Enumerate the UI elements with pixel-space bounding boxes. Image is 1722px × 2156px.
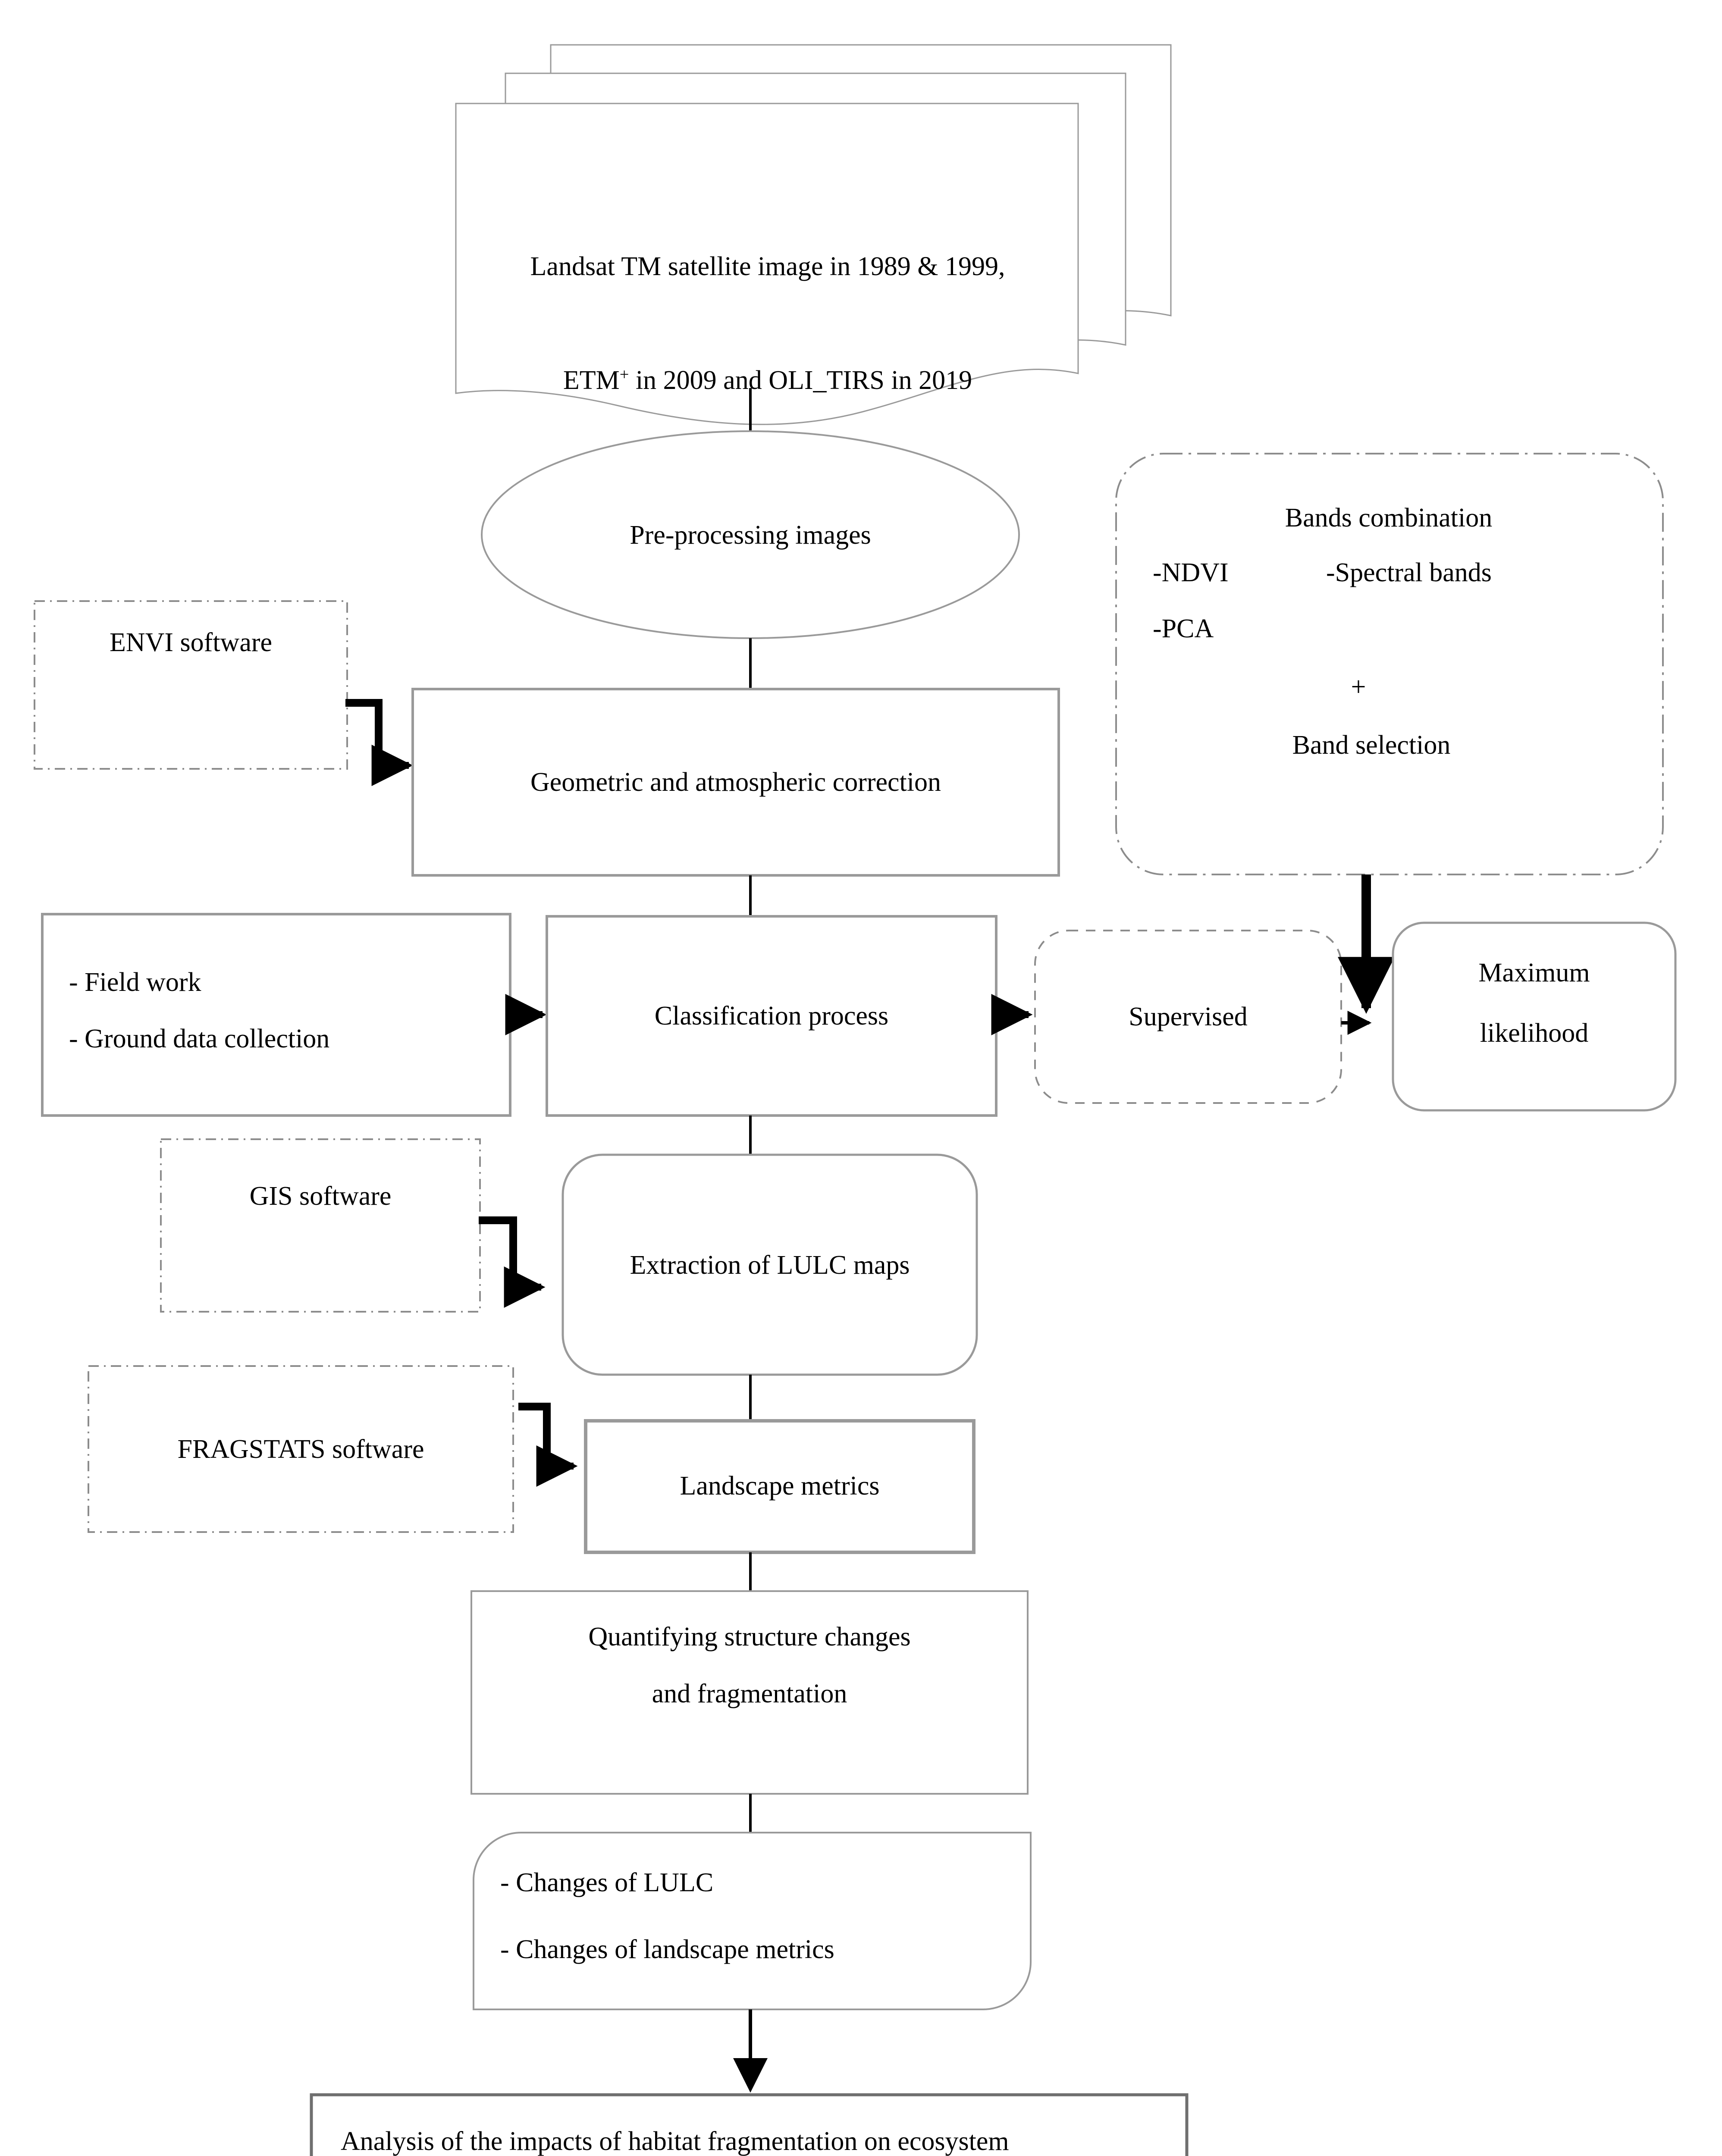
- preprocessing-shape: [481, 430, 1020, 639]
- ground-truth-shape: [41, 913, 511, 1117]
- classification-process-shape: [546, 915, 997, 1117]
- supervised-shape: [1034, 930, 1342, 1104]
- data-source-shape: [455, 44, 1172, 425]
- changes-outputs-shape: [473, 1832, 1032, 2010]
- landscape-metrics-shape: [584, 1419, 975, 1554]
- geometric-correction-shape: [411, 688, 1060, 877]
- final-analysis-shape: [310, 2093, 1189, 2156]
- bands-combination-shape: [1115, 453, 1664, 875]
- envi-software-shape: [34, 600, 348, 770]
- connector-envi-to-geometric: [345, 699, 383, 765]
- connector-gis-to-extraction: [479, 1216, 517, 1287]
- extraction-lulc-shape: [561, 1153, 978, 1376]
- quantifying-changes-shape: [470, 1590, 1029, 1795]
- fragstats-software-shape: [88, 1365, 514, 1533]
- gis-software-shape: [160, 1138, 481, 1313]
- maximum-likelihood-shape: [1392, 921, 1677, 1112]
- connector-fragstats-to-landscape-metrics: [518, 1403, 551, 1466]
